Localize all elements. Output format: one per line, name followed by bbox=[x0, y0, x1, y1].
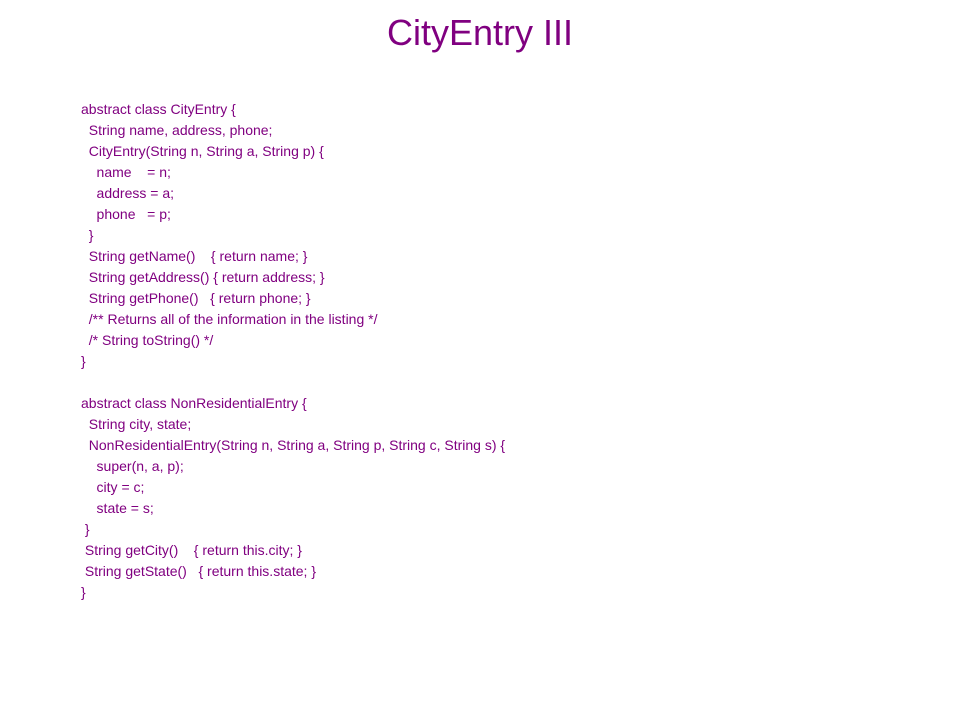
code-line: } bbox=[81, 227, 94, 243]
code-line: abstract class CityEntry { bbox=[81, 101, 236, 117]
code-line: String getCity() { return this.city; } bbox=[81, 542, 302, 558]
code-line: } bbox=[81, 521, 90, 537]
code-line: phone = p; bbox=[81, 206, 171, 222]
code-line-blank bbox=[81, 372, 941, 393]
code-line: String getName() { return name; } bbox=[81, 248, 308, 264]
code-line: String getPhone() { return phone; } bbox=[81, 290, 311, 306]
code-line: CityEntry(String n, String a, String p) … bbox=[81, 143, 324, 159]
code-line: String city, state; bbox=[81, 416, 192, 432]
code-line: name = n; bbox=[81, 164, 171, 180]
code-line: super(n, a, p); bbox=[81, 458, 184, 474]
code-line: String name, address, phone; bbox=[81, 122, 273, 138]
code-listing: abstract class CityEntry { String name, … bbox=[81, 99, 941, 603]
code-line: state = s; bbox=[81, 500, 154, 516]
code-line: } bbox=[81, 353, 86, 369]
code-line: city = c; bbox=[81, 479, 145, 495]
code-line: NonResidentialEntry(String n, String a, … bbox=[81, 437, 506, 453]
code-line: address = a; bbox=[81, 185, 174, 201]
code-line: /* String toString() */ bbox=[81, 332, 214, 348]
code-line: String getState() { return this.state; } bbox=[81, 563, 317, 579]
code-line: String getAddress() { return address; } bbox=[81, 269, 325, 285]
slide-title: CityEntry III bbox=[386, 12, 574, 53]
code-line: abstract class NonResidentialEntry { bbox=[81, 395, 307, 411]
code-line: } bbox=[81, 584, 86, 600]
code-line: /** Returns all of the information in th… bbox=[81, 311, 378, 327]
